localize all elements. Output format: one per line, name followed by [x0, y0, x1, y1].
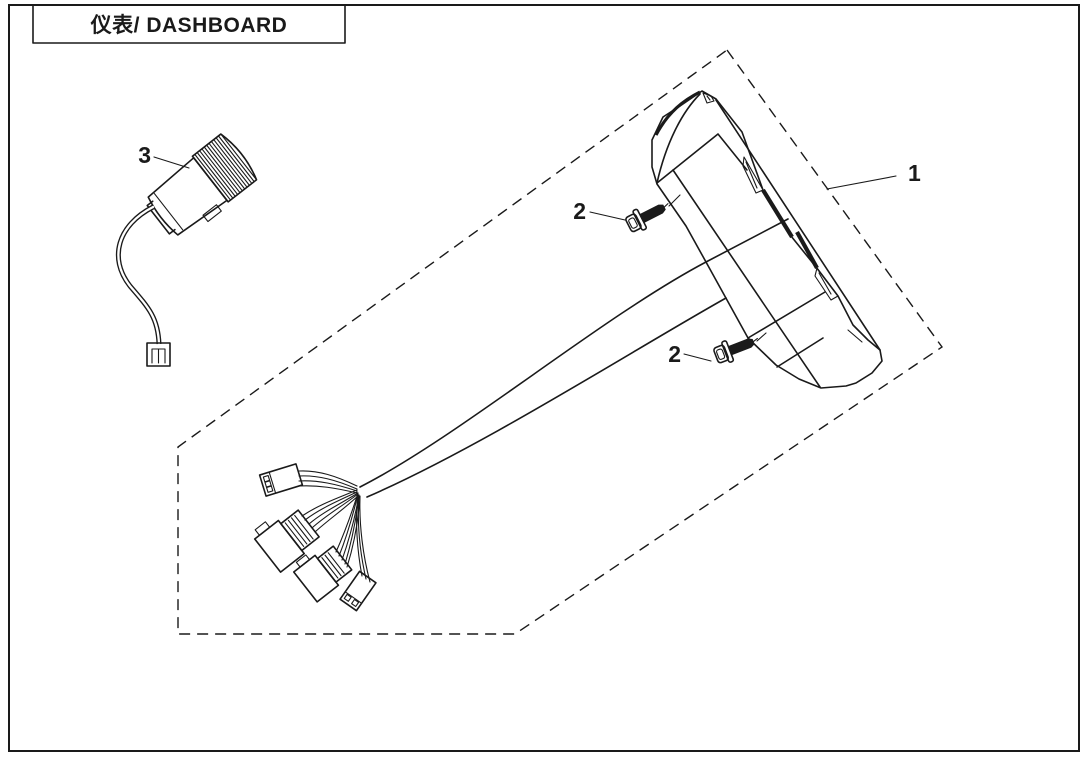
dashboard-tail-line	[847, 329, 863, 343]
callout-label-1[interactable]: 1	[908, 160, 921, 186]
callouts: 1 2 2 3	[138, 142, 921, 367]
connector-a-small	[258, 463, 304, 497]
dashboard-panel-break-low	[747, 291, 826, 339]
bolt-hole-mark-upper	[668, 194, 681, 207]
title-box: 仪表/ DASHBOARD	[32, 4, 346, 44]
dashboard-gasket-lower	[795, 230, 819, 270]
sensor-cable-core	[117, 205, 161, 346]
dashboard-fin-upper	[742, 156, 764, 194]
part-bolt-upper	[625, 203, 669, 233]
dashboard-rim-cross	[656, 133, 748, 184]
trunk-line-upper	[359, 261, 707, 488]
dashboard-top-rim-bold	[654, 90, 701, 136]
leader-line-2-upper	[589, 211, 626, 221]
title-box-frame	[32, 4, 346, 44]
diagram-title: 仪表/ DASHBOARD	[90, 14, 288, 37]
dashboard-bottom-crease	[776, 337, 824, 368]
callout-label-3[interactable]: 3	[138, 142, 151, 168]
wire-ribbon-b	[301, 489, 360, 533]
dashboard-gasket-upper	[761, 188, 794, 239]
part-sensor-cable	[115, 133, 258, 367]
connector-d-small	[339, 570, 377, 612]
trunk-line-lower	[366, 297, 727, 498]
part-bolt-lower	[713, 337, 758, 364]
bolt-hole-mark-lower	[756, 332, 767, 342]
connector-c-large	[292, 545, 353, 603]
wire-harness	[253, 463, 377, 612]
leader-line-3	[153, 156, 190, 169]
connector-b-large	[253, 509, 320, 573]
dashboard-panel-break-mid	[705, 218, 789, 263]
sensor-cap-ribs	[194, 134, 257, 201]
assembly-boundary-dashed	[177, 49, 943, 635]
leader-line-1	[826, 175, 897, 190]
dashboard-crease-left	[672, 169, 821, 388]
callout-label-2-lower[interactable]: 2	[668, 341, 681, 367]
dashboard-crease-right	[715, 99, 881, 351]
page-border	[8, 4, 1080, 752]
sensor-terminal	[146, 342, 171, 367]
callout-label-2-upper[interactable]: 2	[573, 198, 586, 224]
wire-ribbon-a	[298, 470, 358, 494]
wire-ribbon-d	[356, 493, 371, 583]
part-dashboard-unit	[651, 90, 883, 389]
sensor-body	[146, 133, 258, 236]
dashboard-rim-inner	[656, 93, 701, 184]
harness-trunk	[359, 261, 727, 498]
dashboard-fin-lower	[814, 267, 839, 301]
dashboard-tip-notch	[702, 92, 715, 104]
dashboard-outline	[651, 90, 883, 389]
leader-line-2-lower	[683, 353, 712, 362]
